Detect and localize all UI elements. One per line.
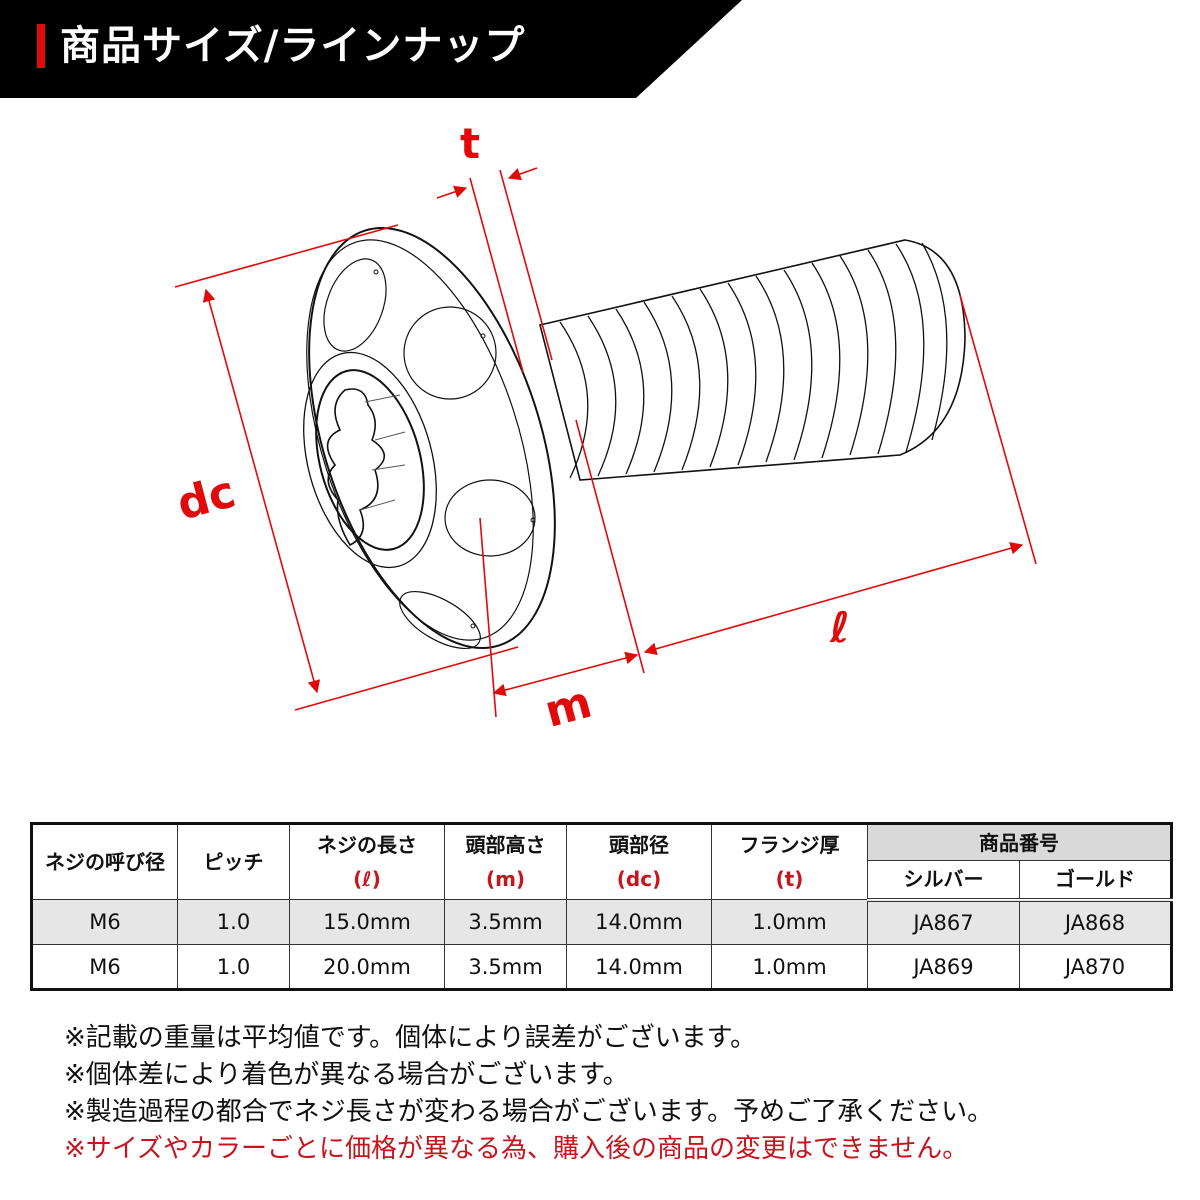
note-color-variation: ※個体差により着色が異なる場合がございます。	[64, 1060, 629, 1090]
bolt-drawing: t dc m ℓ	[172, 119, 1037, 738]
header-head-diameter-label: 頭部径	[609, 833, 669, 857]
table-row: M6 1.0 20.0mm 3.5mm 14.0mm 1.0mm JA869 J…	[31, 944, 1172, 990]
cell-head-diameter: 14.0mm	[566, 899, 712, 945]
notes: ※記載の重量は平均値です。個体により誤差がございます。 ※個体差により着色が異な…	[64, 1020, 1184, 1168]
cell-length: 15.0mm	[289, 899, 445, 945]
header-banner: 商品サイズ/ラインナップ	[0, 0, 1200, 98]
header-length-label: ネジの長さ	[317, 833, 417, 857]
header-length-symbol: (ℓ)	[353, 867, 381, 891]
header-flange-thickness-symbol: (t)	[775, 867, 804, 891]
header-head-diameter-symbol: (dc)	[616, 867, 662, 891]
bolt-head-icon	[303, 227, 556, 649]
cell-silver: JA867	[867, 899, 1020, 945]
note-no-exchange: ※サイズやカラーごとに価格が異なる為、購入後の商品の変更はできません。	[64, 1134, 969, 1164]
dimension-label-dc: dc	[172, 466, 241, 530]
dimension-label-m: m	[540, 677, 597, 738]
cell-head-height: 3.5mm	[444, 944, 567, 990]
note-weight: ※記載の重量は平均値です。個体により誤差がございます。	[64, 1023, 757, 1053]
cell-silver: JA869	[867, 944, 1020, 990]
header-length: ネジの長さ (ℓ)	[289, 823, 445, 900]
cell-pitch: 1.0	[177, 899, 290, 945]
cell-flange-thickness: 1.0mm	[711, 944, 868, 990]
header-flange-thickness-label: フランジ厚	[739, 833, 840, 857]
spec-table: ネジの呼び径 ピッチ ネジの長さ (ℓ) 頭部高さ (m) 頭部径 (dc) フ…	[30, 822, 1173, 991]
table-row: M6 1.0 15.0mm 3.5mm 14.0mm 1.0mm JA867 J…	[31, 899, 1172, 945]
cell-gold: JA868	[1019, 899, 1172, 945]
dimension-lines	[174, 167, 1037, 718]
header-head-height-symbol: (m)	[485, 867, 526, 891]
header-gold: ゴールド	[1019, 860, 1172, 902]
header-head-height-label: 頭部高さ	[465, 833, 546, 857]
bolt-dimension-diagram: t dc m ℓ	[0, 98, 1200, 810]
banner-accent-bar	[37, 24, 45, 68]
header-head-diameter: 頭部径 (dc)	[566, 823, 712, 900]
bolt-shaft-icon	[539, 239, 966, 481]
note-length-variation: ※製造過程の都合でネジ長さが変わる場合がございます。予めご了承ください。	[64, 1097, 994, 1127]
header-silver: シルバー	[867, 860, 1020, 902]
cell-length: 20.0mm	[289, 944, 445, 990]
header-flange-thickness: フランジ厚 (t)	[711, 823, 868, 900]
banner-background	[0, 0, 742, 98]
cell-nominal: M6	[31, 899, 178, 945]
header-head-height: 頭部高さ (m)	[444, 823, 567, 900]
cell-gold: JA870	[1019, 944, 1172, 990]
page-title: 商品サイズ/ラインナップ	[60, 23, 526, 69]
cell-pitch: 1.0	[177, 944, 290, 990]
dimension-label-l: ℓ	[829, 603, 850, 652]
dimension-label-t: t	[460, 119, 480, 168]
header-product-number: 商品番号	[867, 823, 1172, 861]
header-nominal: ネジの呼び径	[31, 823, 178, 900]
cell-head-diameter: 14.0mm	[566, 944, 712, 990]
header-pitch: ピッチ	[177, 823, 290, 900]
cell-head-height: 3.5mm	[444, 899, 567, 945]
cell-nominal: M6	[31, 944, 178, 990]
cell-flange-thickness: 1.0mm	[711, 899, 868, 945]
